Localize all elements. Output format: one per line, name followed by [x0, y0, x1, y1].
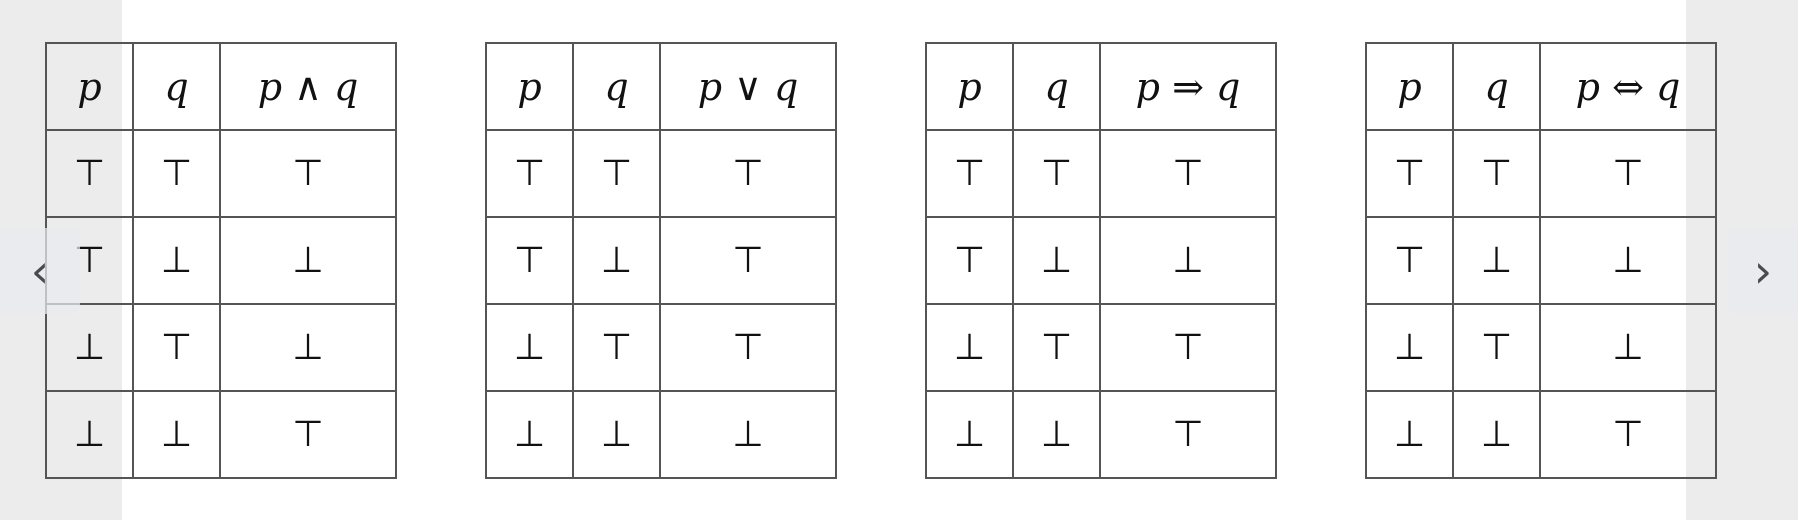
table-row: ⊤ ⊤ ⊤	[45, 129, 397, 218]
cell-q: ⊥	[132, 216, 221, 305]
table-header-row: p q p ∨ q	[485, 42, 837, 131]
cell-p: ⊤	[485, 129, 574, 218]
cell-q: ⊤	[132, 129, 221, 218]
header-cell-p: p	[925, 42, 1014, 131]
truth-table-strip: p q p ∧ q ⊤ ⊤ ⊤ ⊤ ⊥ ⊥ ⊥ ⊤ ⊥ ⊥	[45, 42, 1717, 479]
table-row: ⊤ ⊥ ⊥	[925, 216, 1277, 305]
chevron-left-icon: ‹	[30, 244, 50, 298]
carousel-prev-button[interactable]: ‹	[0, 228, 80, 314]
cell-p: ⊤	[45, 129, 134, 218]
cell-q: ⊥	[1012, 390, 1101, 479]
table-row: ⊥ ⊤ ⊥	[1365, 303, 1717, 392]
cell-result: ⊥	[1539, 303, 1717, 392]
cell-p: ⊤	[485, 216, 574, 305]
cell-p: ⊥	[925, 303, 1014, 392]
table-row: ⊤ ⊥ ⊤	[485, 216, 837, 305]
cell-p: ⊥	[485, 303, 574, 392]
chevron-right-icon: ›	[1753, 244, 1773, 298]
cell-q: ⊤	[1452, 129, 1541, 218]
header-cell-p: p	[485, 42, 574, 131]
cell-p: ⊤	[925, 129, 1014, 218]
cell-p: ⊥	[1365, 303, 1454, 392]
table-row: ⊥ ⊤ ⊤	[925, 303, 1277, 392]
cell-q: ⊤	[132, 303, 221, 392]
table-row: ⊥ ⊥ ⊤	[1365, 390, 1717, 479]
cell-p: ⊤	[1365, 216, 1454, 305]
header-cell-q: q	[572, 42, 661, 131]
carousel-next-button[interactable]: ›	[1728, 228, 1798, 314]
cell-result: ⊥	[659, 390, 837, 479]
cell-q: ⊤	[1452, 303, 1541, 392]
truth-table-iff: p q p ⇔ q ⊤ ⊤ ⊤ ⊤ ⊥ ⊥ ⊥ ⊤ ⊥ ⊥	[1365, 42, 1717, 479]
header-cell-result: p ⇒ q	[1099, 42, 1277, 131]
table-header-row: p q p ∧ q	[45, 42, 397, 131]
cell-p: ⊥	[485, 390, 574, 479]
cell-q: ⊤	[572, 129, 661, 218]
cell-result: ⊤	[1099, 303, 1277, 392]
cell-q: ⊤	[1012, 129, 1101, 218]
cell-result: ⊤	[219, 390, 397, 479]
table-row: ⊥ ⊥ ⊤	[925, 390, 1277, 479]
table-row: ⊤ ⊤ ⊤	[1365, 129, 1717, 218]
cell-result: ⊤	[659, 129, 837, 218]
cell-p: ⊥	[45, 303, 134, 392]
header-cell-result: p ∨ q	[659, 42, 837, 131]
header-cell-p: p	[1365, 42, 1454, 131]
cell-result: ⊥	[219, 303, 397, 392]
table-row: ⊥ ⊤ ⊤	[485, 303, 837, 392]
cell-q: ⊥	[132, 390, 221, 479]
cell-p: ⊥	[1365, 390, 1454, 479]
table-row: ⊤ ⊥ ⊥	[1365, 216, 1717, 305]
header-cell-q: q	[1452, 42, 1541, 131]
header-cell-q: q	[132, 42, 221, 131]
table-row: ⊥ ⊤ ⊥	[45, 303, 397, 392]
cell-q: ⊤	[572, 303, 661, 392]
cell-p: ⊤	[1365, 129, 1454, 218]
table-header-row: p q p ⇔ q	[1365, 42, 1717, 131]
table-row: ⊥ ⊥ ⊤	[45, 390, 397, 479]
header-cell-result: p ∧ q	[219, 42, 397, 131]
cell-q: ⊥	[572, 216, 661, 305]
truth-table-implies: p q p ⇒ q ⊤ ⊤ ⊤ ⊤ ⊥ ⊥ ⊥ ⊤ ⊤ ⊥	[925, 42, 1277, 479]
cell-q: ⊥	[572, 390, 661, 479]
header-cell-result: p ⇔ q	[1539, 42, 1717, 131]
cell-p: ⊥	[45, 390, 134, 479]
cell-result: ⊤	[219, 129, 397, 218]
truth-table-or: p q p ∨ q ⊤ ⊤ ⊤ ⊤ ⊥ ⊤ ⊥ ⊤ ⊤ ⊥	[485, 42, 837, 479]
table-row: ⊤ ⊤ ⊤	[485, 129, 837, 218]
cell-result: ⊤	[1099, 390, 1277, 479]
cell-result: ⊤	[659, 303, 837, 392]
cell-result: ⊤	[659, 216, 837, 305]
table-row: ⊥ ⊥ ⊥	[485, 390, 837, 479]
cell-q: ⊥	[1452, 390, 1541, 479]
table-row: ⊤ ⊤ ⊤	[925, 129, 1277, 218]
cell-result: ⊥	[219, 216, 397, 305]
truth-table-and: p q p ∧ q ⊤ ⊤ ⊤ ⊤ ⊥ ⊥ ⊥ ⊤ ⊥ ⊥	[45, 42, 397, 479]
cell-result: ⊥	[1099, 216, 1277, 305]
cell-result: ⊤	[1539, 129, 1717, 218]
cell-q: ⊥	[1012, 216, 1101, 305]
cell-result: ⊤	[1539, 390, 1717, 479]
cell-p: ⊥	[925, 390, 1014, 479]
table-header-row: p q p ⇒ q	[925, 42, 1277, 131]
header-cell-p: p	[45, 42, 134, 131]
cell-result: ⊥	[1539, 216, 1717, 305]
cell-p: ⊤	[925, 216, 1014, 305]
cell-q: ⊤	[1012, 303, 1101, 392]
cell-q: ⊥	[1452, 216, 1541, 305]
table-row: ⊤ ⊥ ⊥	[45, 216, 397, 305]
cell-result: ⊤	[1099, 129, 1277, 218]
header-cell-q: q	[1012, 42, 1101, 131]
